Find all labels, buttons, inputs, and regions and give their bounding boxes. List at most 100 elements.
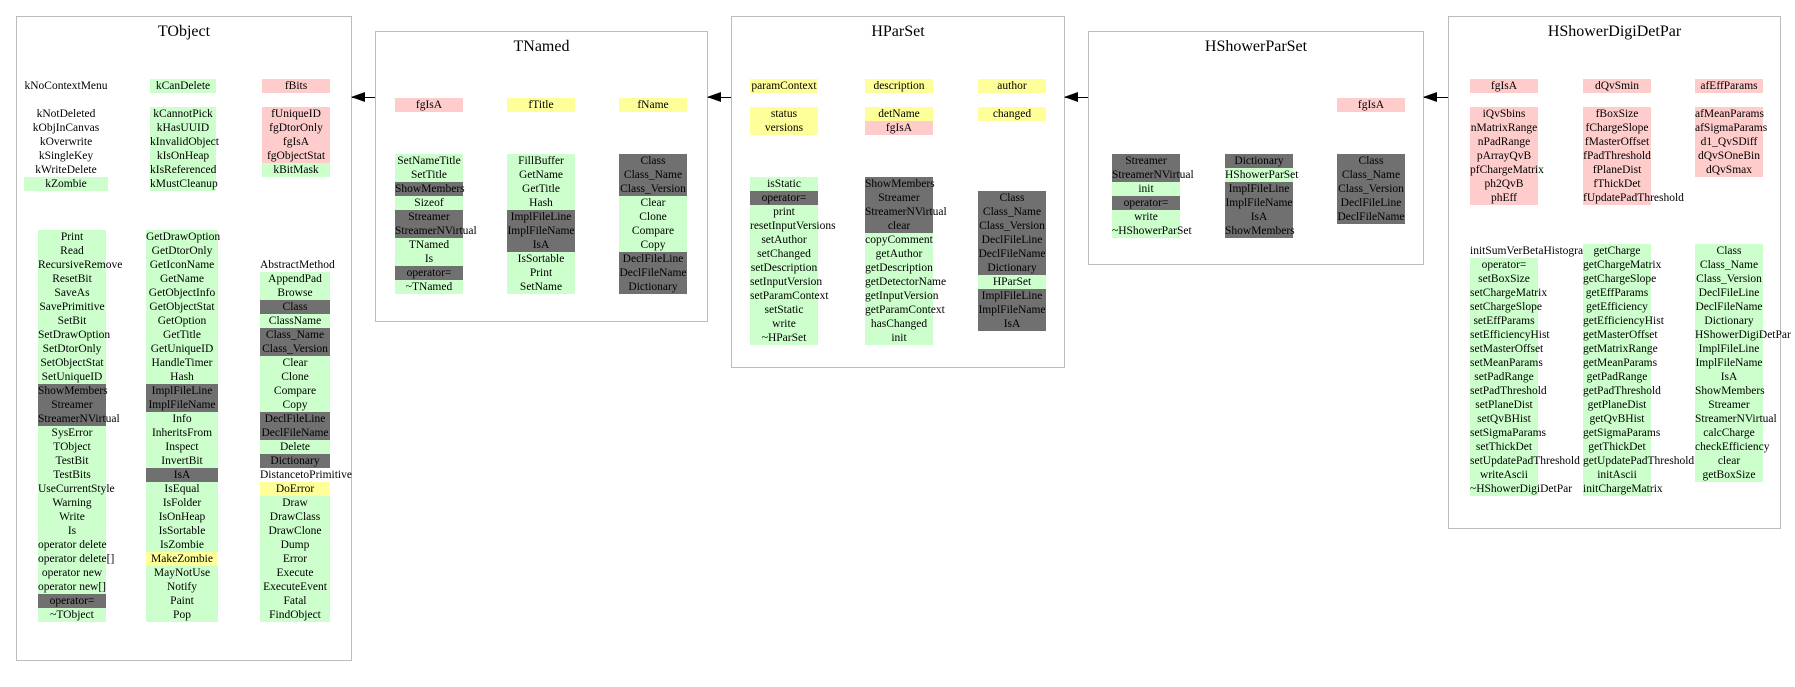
member-item: setPlaneDist (1470, 398, 1538, 412)
member-item: SavePrimitive (38, 300, 106, 314)
member-item: Inspect (146, 440, 218, 454)
member-item: StreamerNVirtual (38, 412, 120, 426)
member-item: InheritsFrom (146, 426, 218, 440)
member-item: TObject (38, 440, 106, 454)
member-item: detName (865, 107, 933, 121)
member-item: Notify (146, 580, 218, 594)
member-item: print (750, 205, 818, 219)
member-item: Execute (260, 566, 330, 580)
member-item: Read (38, 244, 106, 258)
member-item: fPadThreshold (1583, 149, 1651, 163)
member-item: kWriteDelete (35, 164, 97, 176)
member-item: GetName (146, 272, 218, 286)
member-spacer (865, 149, 933, 163)
member-item: fUniqueID (262, 107, 330, 121)
member-item: AppendPad (260, 272, 330, 286)
member-item: getMasterOffset (1583, 328, 1658, 342)
member-item: IsSortable (507, 252, 575, 266)
member-spacer (750, 149, 818, 163)
member-item: HandleTimer (146, 356, 218, 370)
member-spacer (978, 163, 1046, 177)
member-item: Class (619, 154, 687, 168)
member-item: ShowMembers (395, 182, 465, 196)
member-item: getParamContext (865, 303, 945, 317)
member-item: Clear (260, 356, 330, 370)
member-item: MayNotUse (146, 566, 218, 580)
member-item: kCanDelete (150, 79, 216, 93)
member-spacer (507, 112, 575, 126)
member-item: IsFolder (146, 496, 218, 510)
member-item: ExecuteEvent (260, 580, 330, 594)
member-item: kSingleKey (38, 150, 94, 162)
member-item: kOverwrite (39, 136, 93, 148)
member-item: clear (865, 219, 933, 233)
member-item: initSumVerBetaHistograms (1470, 245, 1597, 257)
member-item: Print (38, 230, 106, 244)
member-item: SetDtorOnly (38, 342, 106, 356)
member-item: setMeanParams (1470, 356, 1543, 370)
member-item: Info (146, 412, 218, 426)
member-item: ImplFileLine (507, 210, 575, 224)
member-item: Clone (619, 210, 687, 224)
member-item: fgIsA (1470, 79, 1538, 93)
class-title: HShowerDigiDetPar (1547, 23, 1682, 40)
member-item: Print (507, 266, 575, 280)
member-item: fgObjectStat (262, 149, 330, 163)
member-item: Class (1695, 244, 1763, 258)
member-item: Pop (146, 608, 218, 622)
member-item: ImplFileLine (1225, 182, 1293, 196)
member-item: operator= (750, 191, 818, 205)
member-spacer (619, 112, 687, 126)
member-item: DeclFileName (619, 266, 687, 280)
member-item: getEfficiencyHist (1583, 314, 1664, 328)
member-item: Dictionary (1695, 314, 1763, 328)
member-item: ~HShowerParSet (1112, 224, 1192, 238)
member-item: Hash (507, 196, 575, 210)
member-item: IsSortable (146, 524, 218, 538)
member-item: setBoxSize (1470, 272, 1538, 286)
member-item: Dump (260, 538, 330, 552)
member-item: kNotDeleted (36, 108, 96, 120)
member-item: TNamed (395, 238, 463, 252)
member-item: FillBuffer (507, 154, 575, 168)
member-spacer (395, 126, 463, 140)
member-item: ResetBit (38, 272, 106, 286)
member-spacer (507, 140, 575, 154)
member-item: setEfficiencyHist (1470, 328, 1550, 342)
member-item: setEffParams (1470, 314, 1538, 328)
member-item: getPadRange (1583, 370, 1651, 384)
member-item: init (1112, 182, 1180, 196)
member-item: Class (260, 300, 330, 314)
member-item: TestBit (38, 454, 106, 468)
member-item: fgIsA (262, 135, 330, 149)
member-item: StreamerNVirtual (1695, 412, 1777, 426)
member-item: dQvSmin (1583, 79, 1651, 93)
member-item: ImplFileName (146, 398, 218, 412)
member-item: getMeanParams (1583, 356, 1658, 370)
member-item: pArrayQvB (1470, 149, 1538, 163)
member-spacer (1695, 93, 1763, 107)
member-item: GetTitle (146, 328, 218, 342)
member-item: Dictionary (978, 261, 1046, 275)
member-spacer (978, 121, 1046, 135)
member-item: Is (38, 524, 106, 538)
member-item: setParamContext (750, 289, 829, 303)
member-item: GetDrawOption (146, 230, 221, 244)
member-item: getAuthor (865, 247, 933, 261)
member-spacer (865, 93, 933, 107)
member-item: nMatrixRange (1470, 121, 1538, 135)
member-item: Is (395, 252, 463, 266)
member-item: getBoxSize (1695, 468, 1763, 482)
member-item: FindObject (260, 608, 330, 622)
member-item: kInvalidObject (150, 135, 219, 149)
member-item: isStatic (750, 177, 818, 191)
member-item: Streamer (395, 210, 463, 224)
member-item: Class_Version (260, 342, 330, 356)
member-item: GetTitle (507, 182, 575, 196)
